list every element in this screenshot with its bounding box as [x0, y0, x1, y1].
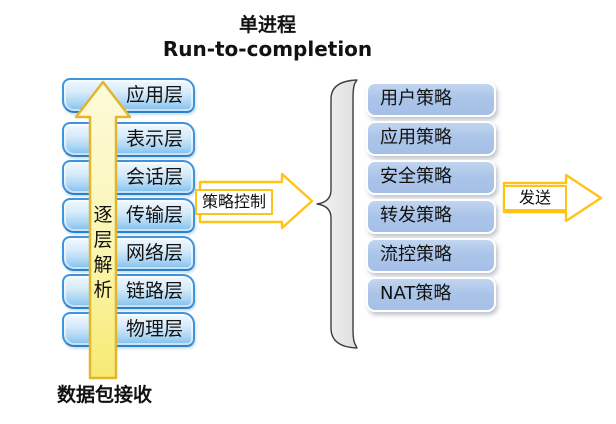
- policy-control-label: 策略控制: [195, 189, 273, 215]
- layer-box-link: 链路层: [62, 274, 195, 309]
- policy-box-application: 应用策略: [366, 121, 496, 156]
- policy-box-nat: NAT策略: [366, 277, 496, 312]
- layer-box-presentation: 表示层: [62, 122, 195, 157]
- policy-box-flow-control: 流控策略: [366, 238, 496, 273]
- title-line-chinese: 单进程: [238, 14, 296, 36]
- policy-box-forwarding: 转发策略: [366, 199, 496, 234]
- policy-box-security: 安全策略: [366, 160, 496, 195]
- left-brace-icon: [316, 79, 358, 349]
- send-label: 发送: [503, 185, 567, 211]
- layer-box-session: 会话层: [62, 160, 195, 195]
- layer-box-transport: 传输层: [62, 198, 195, 233]
- parse-layer-by-layer-label: 逐层解析: [93, 204, 113, 301]
- diagram-title: 单进程 Run-to-completion: [150, 13, 385, 61]
- packet-receive-label: 数据包接收: [57, 384, 153, 406]
- policy-box-user: 用户策略: [366, 82, 496, 117]
- layer-box-physical: 物理层: [62, 312, 195, 347]
- up-arrow-icon: [74, 80, 132, 380]
- layer-box-network: 网络层: [62, 236, 195, 271]
- title-line-english: Run-to-completion: [162, 37, 373, 61]
